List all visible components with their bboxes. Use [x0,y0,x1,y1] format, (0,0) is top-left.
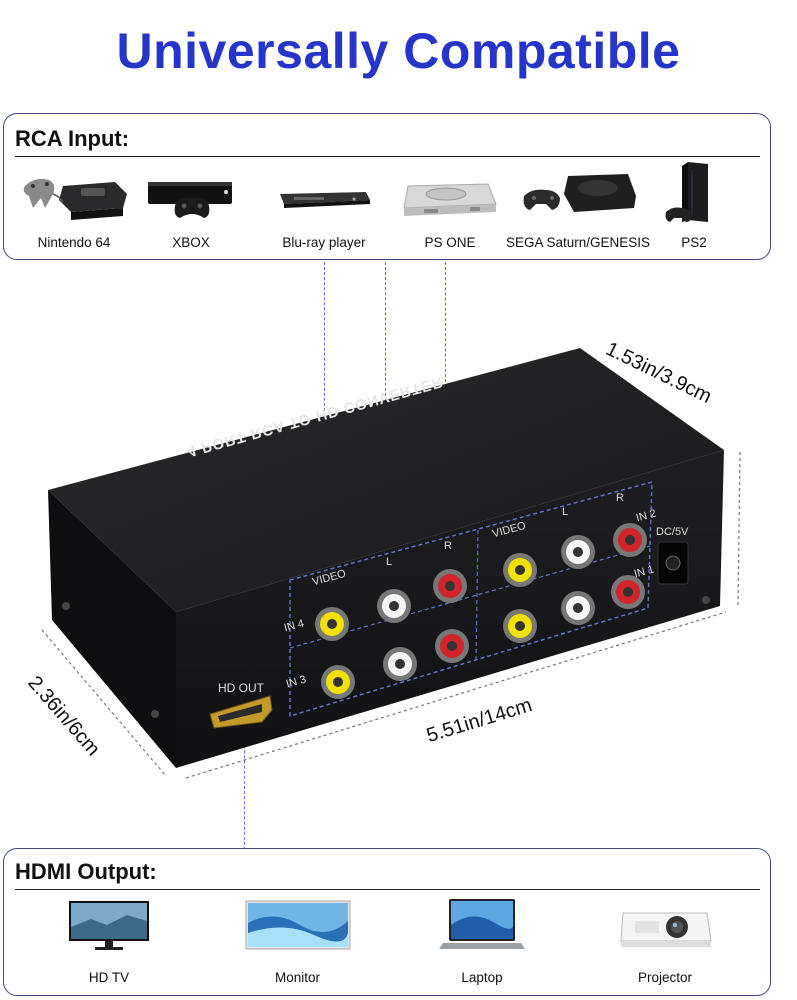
device-label: Laptop [461,970,503,985]
device-label: Projector [637,970,693,985]
device-ps-one: PS ONE [400,170,500,250]
dc-label: DC/5V [656,526,689,538]
port-label-r: R [444,540,452,552]
port-label-l-2: L [562,506,569,518]
device-label: Blu-ray player [282,235,366,250]
sega-console-icon [523,174,636,212]
ps-one-console-icon [403,183,497,216]
screw-icon [62,602,70,610]
rca-input-divider [15,156,760,157]
projector-icon [620,912,712,947]
device-bluray-player: Blu-ray player [266,170,382,250]
xbox-console-icon [148,182,232,218]
device-label: Monitor [274,970,320,985]
device-xbox: XBOX [146,170,236,250]
rca-input-title: RCA Input: [15,126,130,151]
hdmi-output-title: HDMI Output: [15,859,157,884]
device-laptop: Laptop [432,897,532,985]
hdmi-output-panel: HDMI Output: HD TV Monitor Laptop [3,848,771,996]
laptop-icon [439,899,525,949]
guide-line [324,262,325,567]
screw-icon [151,710,159,718]
device-label: SEGA Saturn/GENESIS [505,235,651,250]
screw-icon [702,596,710,604]
ps2-console-icon [665,162,708,222]
device-label: HD TV [88,970,130,985]
device-projector: Projector [610,897,720,985]
rca-input-panel: RCA Input: Nintendo 64 XBOX Blu- [3,113,771,260]
device-sega: SEGA Saturn/GENESIS [500,170,656,250]
device-monitor: Monitor [240,897,355,985]
page-title: Universally Compatible [116,23,681,79]
guide-line [445,262,446,382]
device-label: PS2 [681,235,707,250]
converter-box-illustration [41,348,741,779]
device-label: XBOX [172,235,210,250]
nintendo-64-console-icon [23,178,127,220]
port-label-l: L [386,556,393,568]
hdmi-output-divider [15,889,760,890]
guide-line [244,730,245,850]
rca-jacks [315,523,647,699]
hd-out-label: HD OUT [218,681,264,695]
device-label: PS ONE [424,235,476,250]
device-nintendo-64: Nintendo 64 [18,170,130,250]
port-label-r-2: R [616,492,624,504]
device-ps2: PS2 [659,158,729,250]
tv-icon [69,901,149,950]
device-hd-tv: HD TV [59,897,159,985]
device-label: Nintendo 64 [37,235,111,250]
monitor-icon [245,900,350,950]
bluray-player-icon [280,192,370,208]
